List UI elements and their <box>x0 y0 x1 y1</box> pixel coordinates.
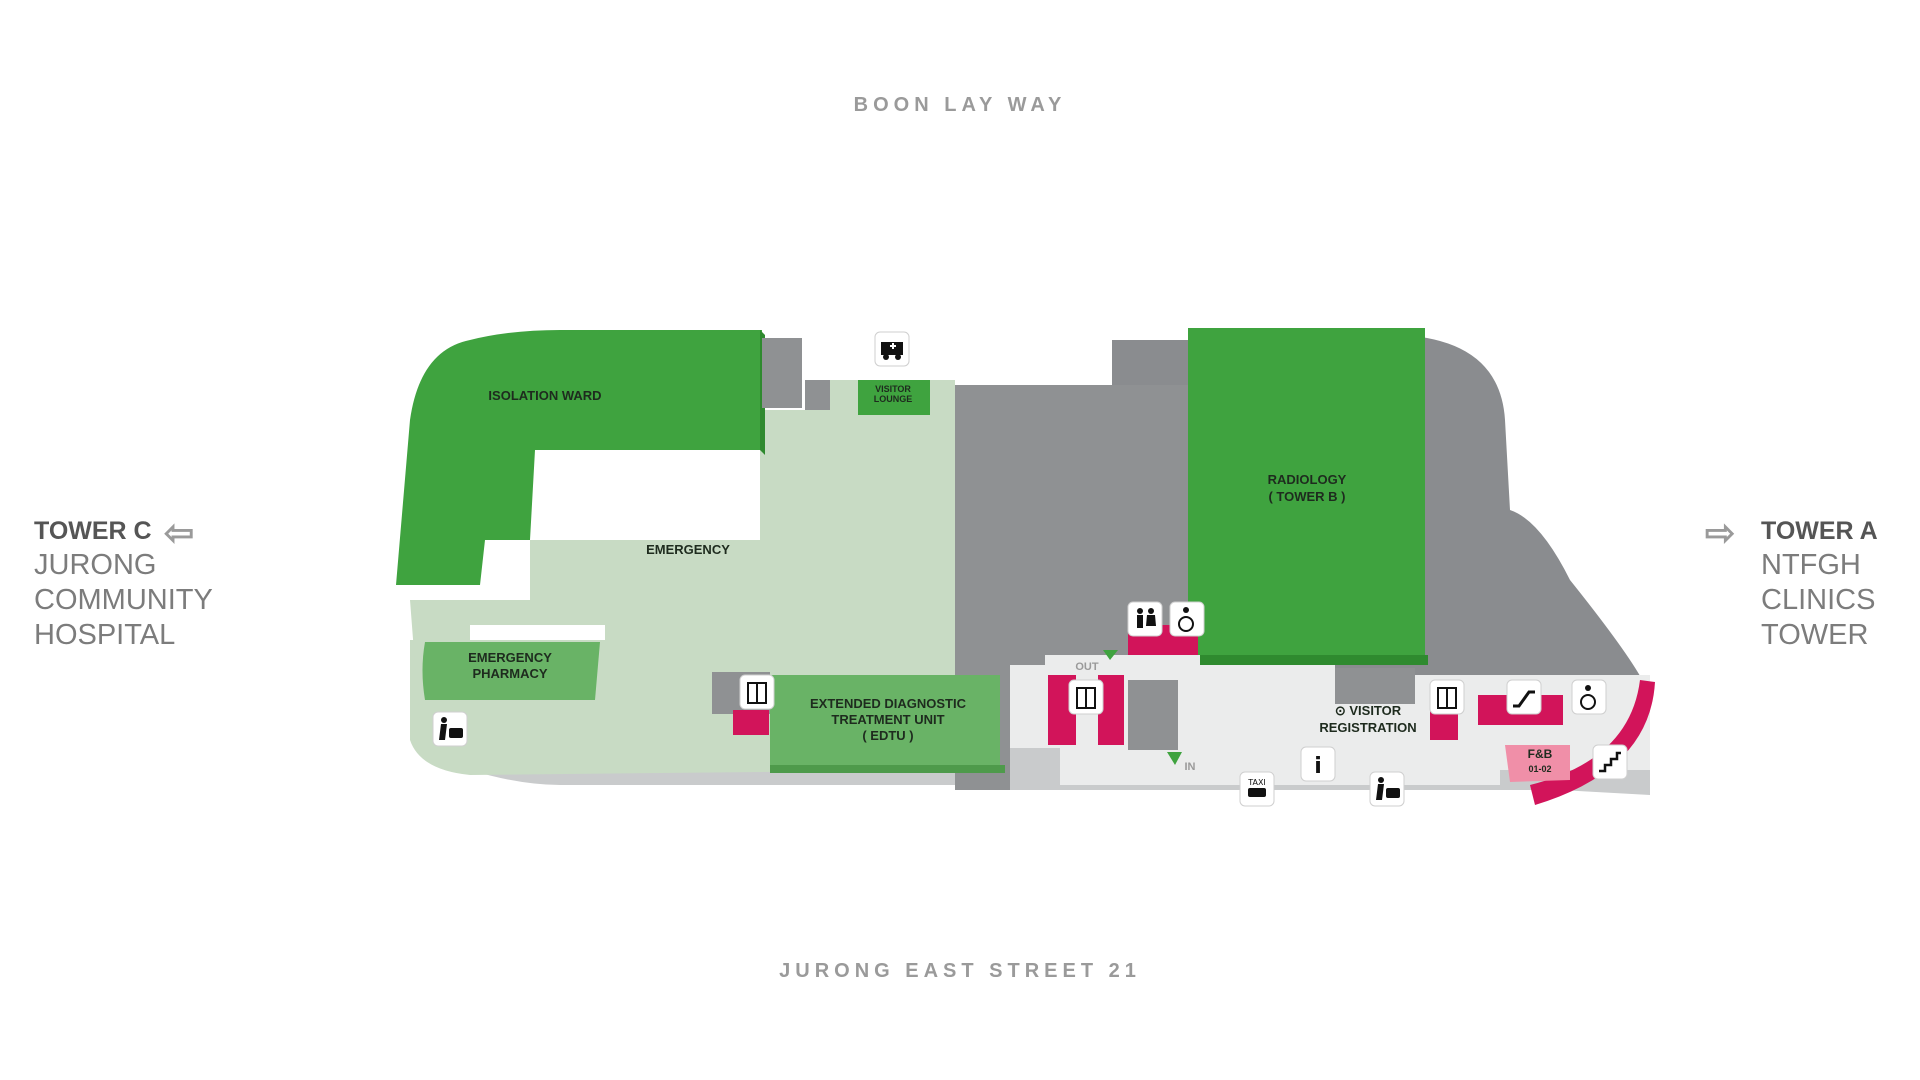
in-gate-marker <box>1167 752 1182 765</box>
tower-c-name: TOWER C <box>34 517 152 545</box>
radiology-label-2: ( TOWER B ) <box>1268 489 1345 504</box>
radiology-room[interactable] <box>1188 328 1425 663</box>
fnb-unit-label: 01-02 <box>1528 764 1551 774</box>
tower-c-direction[interactable]: TOWER C ⇦ JURONG COMMUNITY HOSPITAL <box>34 512 213 653</box>
escalator-icon[interactable] <box>1506 679 1542 715</box>
emergency-pharmacy-room[interactable] <box>422 642 601 700</box>
visitor-lounge-room[interactable] <box>858 380 930 415</box>
fnb-label: F&B <box>1528 747 1553 761</box>
lift-icon-east[interactable] <box>1429 679 1465 715</box>
edtu-room-side <box>770 765 1005 773</box>
lobby-grey-block-east <box>1335 668 1415 704</box>
grey-notch-north <box>805 380 830 410</box>
street-north: BOON LAY WAY <box>853 94 1067 116</box>
tower-c-line1: JURONG <box>34 549 157 581</box>
tower-a-direction[interactable]: TOWER A ⇨ NTFGH CLINICS TOWER <box>1705 512 1878 653</box>
edtu-label-3: ( EDTU ) <box>862 728 913 743</box>
lift-core-left <box>733 710 769 735</box>
taxi-icon[interactable]: TAXI <box>1239 771 1275 807</box>
ambulance-icon[interactable] <box>874 331 910 367</box>
wheelchair-icon-central[interactable] <box>1169 601 1205 637</box>
in-gate-label: IN <box>1185 761 1196 773</box>
tower-a-line2: CLINICS <box>1761 584 1876 616</box>
edtu-label-1: EXTENDED DIAGNOSTIC <box>810 696 967 711</box>
isolation-ward-room[interactable] <box>396 330 762 585</box>
information-icon[interactable]: i <box>1300 746 1336 782</box>
tower-a-name: TOWER A <box>1761 517 1878 545</box>
lift-icon-left[interactable] <box>739 674 775 710</box>
lift-icon-central[interactable] <box>1068 679 1104 715</box>
tower-c-line3: HOSPITAL <box>34 619 176 651</box>
edtu-room[interactable] <box>770 675 1000 770</box>
isolation-ward-label: ISOLATION WARD <box>488 388 601 403</box>
radiology-room-side <box>1200 655 1428 665</box>
isolation-ward-gap <box>762 338 802 408</box>
radiology-label-1: RADIOLOGY <box>1268 472 1347 487</box>
drop-off-icon-lobby[interactable] <box>1369 771 1405 807</box>
drop-off-icon-emergency[interactable] <box>432 711 468 747</box>
information-icon-label: i <box>1314 754 1322 779</box>
arrow-left-icon: ⇦ <box>164 512 195 553</box>
staircase-icon[interactable] <box>1592 744 1628 780</box>
toilet-icon[interactable] <box>1127 601 1163 637</box>
edtu-label-2: TREATMENT UNIT <box>831 712 944 727</box>
out-gate-label: OUT <box>1075 661 1099 673</box>
tower-a-line3: TOWER <box>1761 619 1869 651</box>
wheelchair-icon-east[interactable] <box>1571 679 1607 715</box>
visitor-lounge-label-1: VISITOR <box>875 384 911 394</box>
curved-stair-core <box>1530 680 1655 805</box>
emergency-pharmacy-label-2: PHARMACY <box>472 666 547 681</box>
fnb-shop[interactable] <box>1505 745 1570 782</box>
street-south: JURONG EAST STREET 21 <box>779 960 1141 982</box>
visitor-registration-label-2: REGISTRATION <box>1319 720 1416 735</box>
visitor-registration-label-1: ⊙ VISITOR <box>1335 703 1402 718</box>
emergency-label: EMERGENCY <box>646 542 730 557</box>
taxi-icon-label: TAXI <box>1247 778 1266 787</box>
emergency-pharmacy-label-1: EMERGENCY <box>468 650 552 665</box>
tower-a-line1: NTFGH <box>1761 549 1861 581</box>
visitor-lounge-label-2: LOUNGE <box>874 394 913 404</box>
tower-c-line2: COMMUNITY <box>34 584 213 616</box>
lobby-grey-block <box>1128 680 1178 750</box>
out-gate-marker <box>1103 650 1118 660</box>
arrow-right-icon: ⇨ <box>1705 512 1736 553</box>
grey-area-central <box>955 385 1200 790</box>
